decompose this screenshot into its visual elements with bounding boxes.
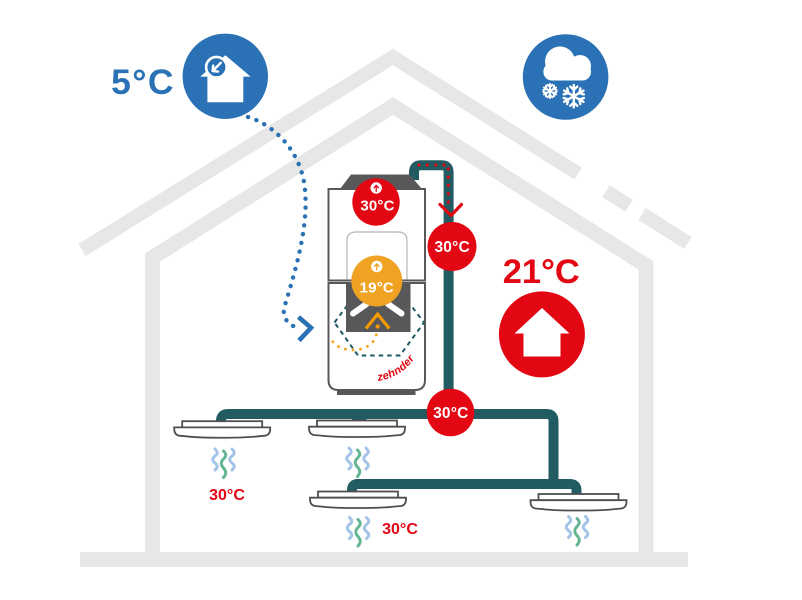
svg-text:30°C: 30°C: [434, 239, 469, 256]
svg-text:30°C: 30°C: [433, 405, 468, 422]
svg-text:30°C: 30°C: [209, 487, 245, 504]
svg-text:5°C: 5°C: [111, 62, 175, 102]
svg-text:19°C: 19°C: [360, 280, 394, 297]
svg-text:30°C: 30°C: [382, 521, 418, 538]
svg-text:30°C: 30°C: [360, 198, 394, 215]
svg-text:21°C: 21°C: [503, 253, 580, 291]
